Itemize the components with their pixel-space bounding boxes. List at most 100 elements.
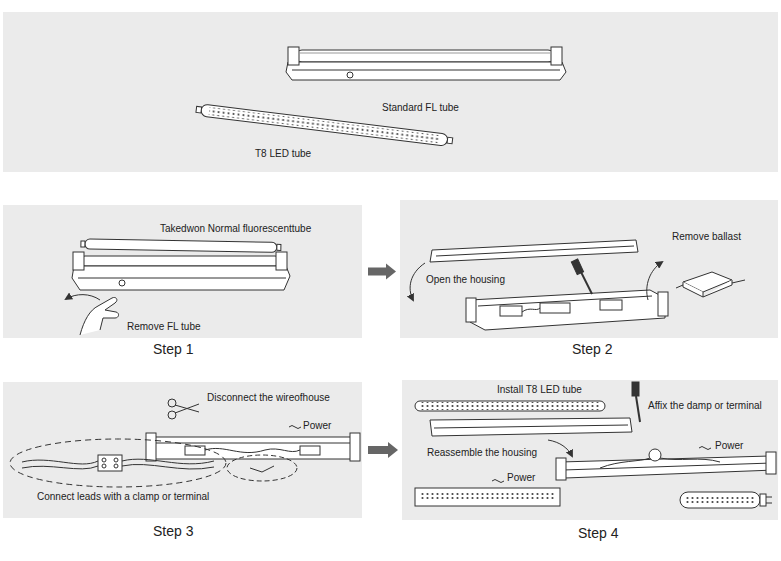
- fixture-wiring: [146, 426, 360, 482]
- fixture: [276, 252, 287, 270]
- led-tube: [447, 137, 453, 144]
- open-fixture: [500, 306, 522, 316]
- panel-ground: [402, 380, 778, 520]
- text-anchor: Connect leads with a clamp or terminal: [37, 491, 209, 503]
- text-anchor: Install T8 LED tube: [497, 384, 582, 396]
- step-panel: Takedwon Normal fluorescenttubeRemove FL…: [3, 205, 362, 338]
- panel-ground: [3, 12, 778, 172]
- text-anchor: Disconnect the wireofhouse: [207, 392, 330, 404]
- callout-label: Remove ballast: [672, 231, 741, 243]
- step-panel: Install T8 LED tubeAffix the damp or ter…: [402, 380, 778, 520]
- step-heading: Step 2: [572, 341, 612, 358]
- callout-label: Open the housing: [426, 274, 505, 286]
- fixture: [600, 458, 720, 468]
- led-fixture: [492, 480, 504, 483]
- text-anchor: Remove ballast: [672, 231, 741, 243]
- hand: [66, 295, 119, 335]
- fixture: [80, 256, 280, 266]
- step-heading: Step 4: [578, 525, 618, 542]
- terminal-detail: [102, 458, 106, 462]
- led-fixture: [415, 488, 560, 506]
- text-anchor: Power: [303, 420, 331, 432]
- fixture-wiring: [289, 426, 301, 429]
- led-tube-end: [766, 503, 772, 504]
- text-anchor: Open the housing: [426, 274, 505, 286]
- led-tube-end: [760, 494, 766, 506]
- fl-tube: [277, 244, 281, 250]
- step-heading: Step 1: [153, 341, 193, 358]
- led-tube-end: [680, 492, 760, 508]
- text-anchor: Remove FL tube: [127, 321, 201, 333]
- led-fixture: [415, 480, 560, 507]
- scissors: [175, 404, 199, 413]
- housing-cover: [436, 246, 634, 256]
- fl-tube: [81, 241, 85, 247]
- fixture-wiring: [205, 448, 300, 452]
- hand: [66, 295, 100, 300]
- fixture: [560, 456, 775, 478]
- panel-ground: [3, 12, 778, 520]
- fixture-wiring: [300, 446, 320, 455]
- callout-label: Reassemble the housing: [427, 447, 537, 459]
- led-tube: [421, 402, 599, 410]
- terminal-detail: [22, 466, 98, 469]
- scissors: [168, 399, 176, 407]
- terminal-detail: [98, 455, 122, 471]
- open-fixture: [466, 290, 668, 330]
- fixture-wiring: [250, 466, 274, 472]
- text-anchor: Step 3: [153, 523, 193, 540]
- text-anchor: Reassemble the housing: [427, 447, 537, 459]
- screwdriver: [571, 259, 583, 275]
- terminal-detail: [114, 464, 118, 468]
- text-anchor: Standard FL tube: [382, 102, 459, 114]
- panel-ground: [400, 200, 778, 338]
- text-anchor: Step 2: [572, 341, 612, 358]
- text-anchor: Power: [715, 440, 743, 452]
- housing-cover: [430, 418, 632, 436]
- fl-tube: [85, 239, 277, 252]
- fl-fixture: [296, 50, 554, 62]
- fl-fixture: [286, 47, 566, 80]
- fixture-wiring: [146, 433, 156, 461]
- led-tube-end: [686, 495, 754, 505]
- led-tube: [196, 106, 202, 113]
- led-tube: [415, 401, 605, 411]
- open-fixture: [600, 300, 622, 310]
- arrow-head: [386, 264, 396, 280]
- fixture: [766, 452, 776, 474]
- fixture: [649, 449, 661, 461]
- text-anchor: Step 1: [153, 341, 193, 358]
- callout-label: Takedwon Normal fluorescenttube: [160, 223, 311, 235]
- led-tube-end: [680, 492, 772, 508]
- step-arrow: [368, 264, 396, 280]
- fixture: [563, 463, 772, 470]
- callout-label: Remove FL tube: [127, 321, 201, 333]
- callout-label: Affix the damp or terminal: [648, 400, 762, 412]
- fixture-wiring: [154, 443, 351, 444]
- housing-cover: [410, 240, 638, 300]
- callout-label: Install T8 LED tube: [497, 384, 582, 396]
- fixture-wiring: [350, 433, 360, 461]
- housing-cover: [548, 440, 572, 456]
- open-fixture: [470, 290, 665, 330]
- arrow-head: [388, 442, 398, 458]
- callout-label: Power: [507, 472, 535, 484]
- fl-tube: [81, 239, 281, 252]
- screwdriver: [636, 396, 640, 422]
- hand: [80, 297, 119, 335]
- open-fixture: [522, 308, 540, 312]
- step-panel: Disconnect the wireofhousePowerConnect l…: [3, 382, 362, 518]
- terminal-detail: [114, 458, 118, 462]
- fl-fixture: [347, 72, 353, 78]
- text-anchor: Power: [507, 472, 535, 484]
- housing-cover: [434, 425, 628, 428]
- open-fixture: [466, 298, 476, 322]
- screwdriver: [571, 259, 592, 294]
- scissors: [168, 399, 199, 419]
- text-anchor: Takedwon Normal fluorescenttube: [160, 223, 311, 235]
- arrow-shaft: [368, 446, 388, 454]
- fixture: [72, 266, 290, 290]
- terminal-detail: [122, 459, 214, 464]
